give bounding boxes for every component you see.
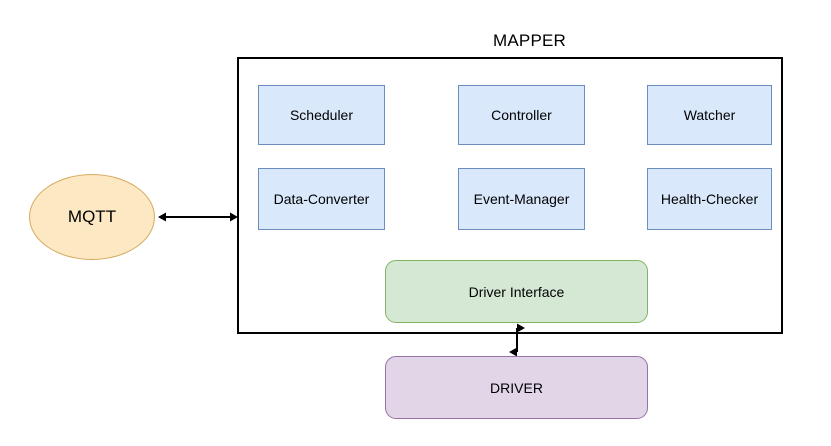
component-event-manager[interactable]: Event-Manager [458,168,585,230]
mqtt-node[interactable]: MQTT [29,174,155,260]
driver-interface-box[interactable]: Driver Interface [385,260,648,323]
component-controller[interactable]: Controller [458,85,585,145]
mqtt-node-label: MQTT [67,207,117,226]
driver-interface-to-driver-arrow [509,323,525,357]
mapper-title-text: MAPPER [493,31,566,50]
component-health-checker[interactable]: Health-Checker [647,168,772,230]
driver-box[interactable]: DRIVER [385,356,648,419]
component-label: Data-Converter [273,191,370,207]
component-scheduler[interactable]: Scheduler [258,85,385,145]
mqtt-to-mapper-arrow [158,212,238,222]
component-data-converter[interactable]: Data-Converter [258,168,385,230]
component-label: Controller [491,107,552,123]
component-label: Scheduler [289,107,354,123]
component-watcher[interactable]: Watcher [647,85,772,145]
component-label: Watcher [683,107,736,123]
driver-label: DRIVER [490,379,543,396]
mapper-title: MAPPER [0,31,831,51]
component-label: Health-Checker [660,191,759,207]
component-label: Event-Manager [473,191,570,207]
driver-interface-label: Driver Interface [468,283,565,300]
